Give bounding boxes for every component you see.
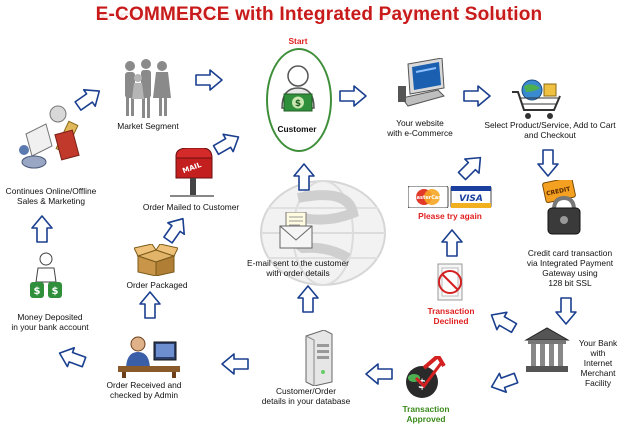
declined-line-2: Declined (433, 316, 469, 326)
bank-line-4: Merchant (580, 368, 616, 378)
email-line-2: with order details (266, 268, 330, 278)
marketing-label: Continues Online/Offline Sales & Marketi… (2, 186, 100, 206)
arrow-customer-to-website (339, 85, 367, 107)
credit-card-line-4: 128 bit SSL (548, 278, 592, 288)
arrow-admin-to-packaged (139, 291, 161, 319)
market-segment-label: Market Segment (117, 121, 179, 131)
admin-line-2: checked by Admin (110, 390, 178, 400)
credit-card-line-1: Credit card transaction (527, 248, 613, 258)
arrow-declined-to-tryagain (441, 229, 463, 257)
email-label: E-mail sent to the customer with order d… (236, 258, 360, 278)
approved-line-1: Transaction (402, 404, 450, 414)
mailed-label: Order Mailed to Customer (142, 202, 240, 212)
select-product-line-2: and Checkout (524, 130, 576, 140)
select-product-label: Select Product/Service, Add to Cart and … (468, 120, 632, 140)
database-line-2: details in your database (261, 396, 351, 406)
arrow-money-to-marketing (31, 215, 53, 243)
declined-label: Transaction Declined (418, 306, 484, 326)
credit-card-line-2: via Integrated Payment (526, 258, 614, 268)
money-line-1: Money Deposited (17, 312, 83, 322)
admin-desk-icon (116, 334, 180, 378)
admin-line-1: Order Received and (106, 380, 182, 390)
approved-label: Transaction Approved (388, 404, 464, 424)
database-line-1: Customer/Order (275, 386, 337, 396)
credit-card-label: Credit card transaction via Integrated P… (512, 248, 628, 288)
shopping-cart-icon (510, 78, 562, 120)
credit-card-line-3: Gateway using (542, 268, 598, 278)
arrow-marketing-to-segment (71, 82, 106, 115)
bank-building-icon (524, 326, 570, 374)
bank-line-5: Facility (584, 378, 612, 388)
svg-text:$: $ (295, 99, 301, 109)
marketing-line-2: Sales & Marketing (17, 196, 85, 206)
start-label: Start (288, 36, 308, 46)
marketing-tools-icon (18, 104, 88, 174)
email-line-1: E-mail sent to the customer (247, 258, 349, 268)
select-product-line-1: Select Product/Service, Add to Cart (484, 120, 616, 130)
money-label: Money Deposited in your bank account (4, 312, 96, 332)
arrow-cart-to-credit (537, 149, 559, 177)
approved-line-2: Approved (406, 414, 446, 424)
bank-line-2: with (590, 348, 606, 358)
arrow-credit-to-bank (555, 297, 577, 325)
arrow-bank-to-approved (487, 367, 521, 398)
marketing-line-1: Continues Online/Offline (5, 186, 97, 196)
globe-watermark (258, 178, 388, 288)
try-again-label: Please try again (418, 211, 482, 221)
computer-website-icon (398, 58, 448, 112)
packaged-label: Order Packaged (126, 280, 188, 290)
website-line-2: with e-Commerce (387, 128, 453, 138)
arrow-bank-to-declined (485, 305, 520, 338)
customer-label: Customer (277, 124, 317, 134)
arrow-database-to-email (297, 285, 319, 313)
arrow-packaged-to-mailed (159, 212, 192, 247)
customer-icon: $ (278, 64, 318, 122)
money-person-icon: $ $ (26, 252, 66, 300)
mastercard-text: MasterCard (412, 195, 445, 201)
arrow-approved-to-database (365, 363, 393, 385)
server-icon (304, 330, 334, 386)
arrow-website-to-cart (463, 85, 491, 107)
declined-line-1: Transaction (427, 306, 475, 316)
admin-label: Order Received and checked by Admin (96, 380, 192, 400)
diagram-title: E-COMMERCE with Integrated Payment Solut… (95, 4, 543, 25)
database-label: Customer/Order details in your database (244, 386, 368, 406)
mailbox-icon: MAIL (170, 148, 214, 198)
svg-text:$: $ (34, 286, 41, 297)
arrow-tryagain-to-website (454, 149, 489, 184)
bank-line-1: Your Bank (578, 338, 618, 348)
bank-label: Your Bank with Internet Merchant Facilit… (568, 338, 628, 388)
email-envelope-icon (278, 212, 314, 252)
website-label: Your website with e-Commerce (380, 118, 460, 138)
arrow-mailed-to-customer (210, 127, 245, 160)
declined-door-icon (434, 262, 466, 302)
people-group-icon (118, 56, 174, 122)
website-line-1: Your website (396, 118, 444, 128)
credit-card-lock-icon: CREDIT (540, 180, 584, 236)
package-icon (134, 244, 178, 276)
approved-money-icon: $ (398, 356, 448, 400)
money-line-2: in your bank account (11, 322, 89, 332)
card-logos: MasterCard VISA (408, 186, 492, 208)
arrow-admin-to-money (55, 342, 89, 373)
arrow-database-to-admin (221, 353, 249, 375)
arrow-market-to-customer (195, 69, 223, 91)
arrow-email-to-customer (293, 163, 315, 191)
svg-text:$: $ (52, 286, 59, 297)
bank-line-3: Internet (583, 358, 613, 368)
visa-text: VISA (459, 194, 483, 204)
